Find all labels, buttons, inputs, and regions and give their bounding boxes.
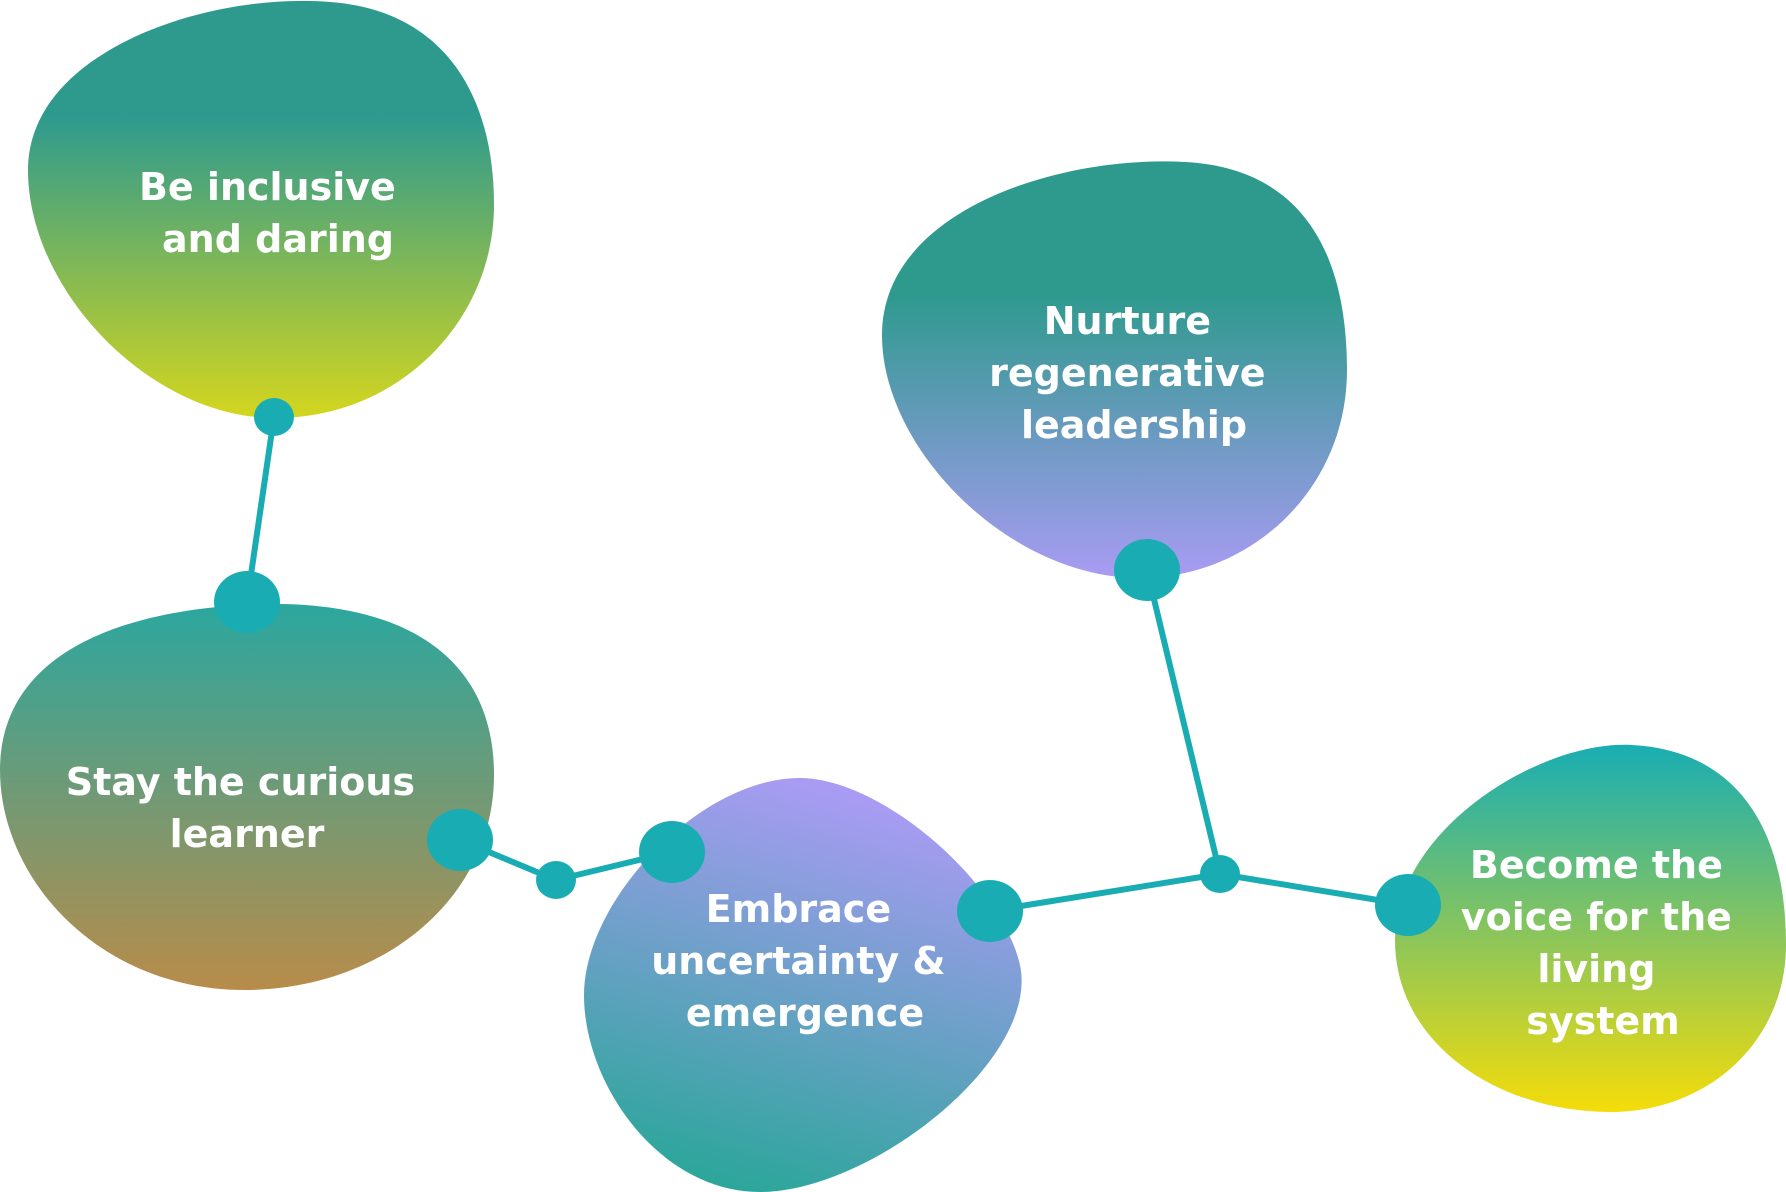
label-line: Nurture xyxy=(1044,299,1211,343)
label-become-voice: Become the voice for the living system xyxy=(1461,843,1745,1043)
blob-be-inclusive xyxy=(28,0,494,419)
label-be-inclusive: Be inclusive and daring xyxy=(139,165,409,261)
blob-become-voice xyxy=(1395,744,1786,1112)
label-line: leadership xyxy=(1021,403,1247,447)
blob-stay-curious xyxy=(0,604,494,990)
blob-nurture xyxy=(882,161,1347,578)
dot-inclusive-bottom xyxy=(254,398,294,436)
label-nurture: Nurture regenerative leadership xyxy=(989,299,1279,447)
label-embrace: Embrace uncertainty & emergence xyxy=(651,887,959,1035)
label-line: voice for the xyxy=(1461,895,1732,939)
dot-embrace-left xyxy=(639,821,705,883)
blob-embrace xyxy=(584,778,1022,1192)
dot-curious-right xyxy=(427,809,493,871)
connector-nurture-junction xyxy=(1144,567,1223,877)
dot-embrace-right xyxy=(957,880,1023,942)
label-line: learner xyxy=(170,812,325,856)
label-stay-curious: Stay the curious learner xyxy=(66,760,429,856)
label-line: Become the xyxy=(1470,843,1723,887)
label-line: living xyxy=(1537,947,1655,991)
connector-inclusive-curious xyxy=(244,414,277,605)
label-line: and daring xyxy=(162,217,394,261)
label-line: Stay the curious xyxy=(66,760,415,804)
dot-junction xyxy=(1200,855,1240,893)
label-line: uncertainty & xyxy=(651,939,945,983)
dot-small-middle xyxy=(536,861,576,899)
dot-voice-left xyxy=(1375,874,1441,936)
label-line: emergence xyxy=(686,991,924,1035)
connector-embrace-junction xyxy=(987,871,1223,914)
label-line: system xyxy=(1526,999,1680,1043)
label-line: Embrace xyxy=(706,887,891,931)
dot-nurture-bottom xyxy=(1114,539,1180,601)
dot-curious-top xyxy=(214,571,280,633)
label-line: Be inclusive xyxy=(139,165,396,209)
label-line: regenerative xyxy=(989,351,1265,395)
